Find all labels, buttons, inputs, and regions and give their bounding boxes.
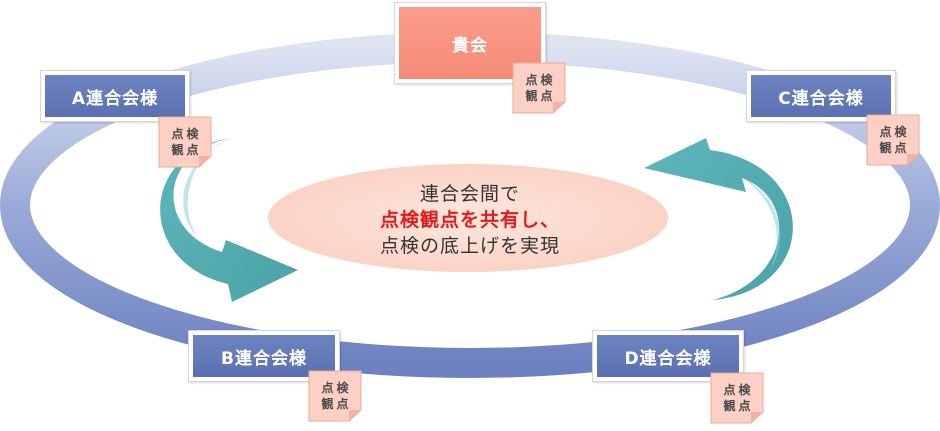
note-c-text: 点検 観点 [879, 125, 910, 155]
sticky-note-icon [308, 370, 362, 422]
center-line-1: 連合会間で [419, 183, 520, 205]
note-a: 点検 観点 [158, 116, 212, 168]
note-kikai: 点検 観点 [512, 62, 566, 114]
right-cycle-arrow [644, 138, 793, 300]
node-a: A連合会様 [40, 70, 190, 122]
note-d: 点検 観点 [710, 372, 764, 424]
node-c-label: C連合会様 [751, 75, 891, 117]
node-d-label: D連合会様 [597, 335, 739, 377]
sticky-note-icon [866, 114, 920, 166]
note-kikai-text: 点検 観点 [525, 73, 556, 103]
node-b-label: B連合会様 [193, 335, 335, 377]
node-d: D連合会様 [592, 330, 744, 382]
note-a-text: 点検 観点 [171, 127, 202, 157]
node-a-label: A連合会様 [45, 75, 185, 117]
note-b: 点検 観点 [308, 370, 362, 422]
left-cycle-arrow [160, 138, 298, 302]
center-ellipse [268, 164, 668, 272]
sticky-note-icon [158, 116, 212, 168]
sticky-note-icon [710, 372, 764, 424]
node-c: C連合会様 [746, 70, 896, 122]
note-c: 点検 観点 [866, 114, 920, 166]
sticky-note-icon [512, 62, 566, 114]
note-b-text: 点検 観点 [321, 381, 352, 411]
center-message: 連合会間で 点検観点を共有し、 点検の底上げを実現 [270, 165, 670, 275]
center-line-3: 点検の底上げを実現 [379, 235, 560, 257]
center-line-2-highlight: 点検観点を共有し、 [379, 209, 560, 231]
note-d-text: 点検 観点 [723, 383, 754, 413]
